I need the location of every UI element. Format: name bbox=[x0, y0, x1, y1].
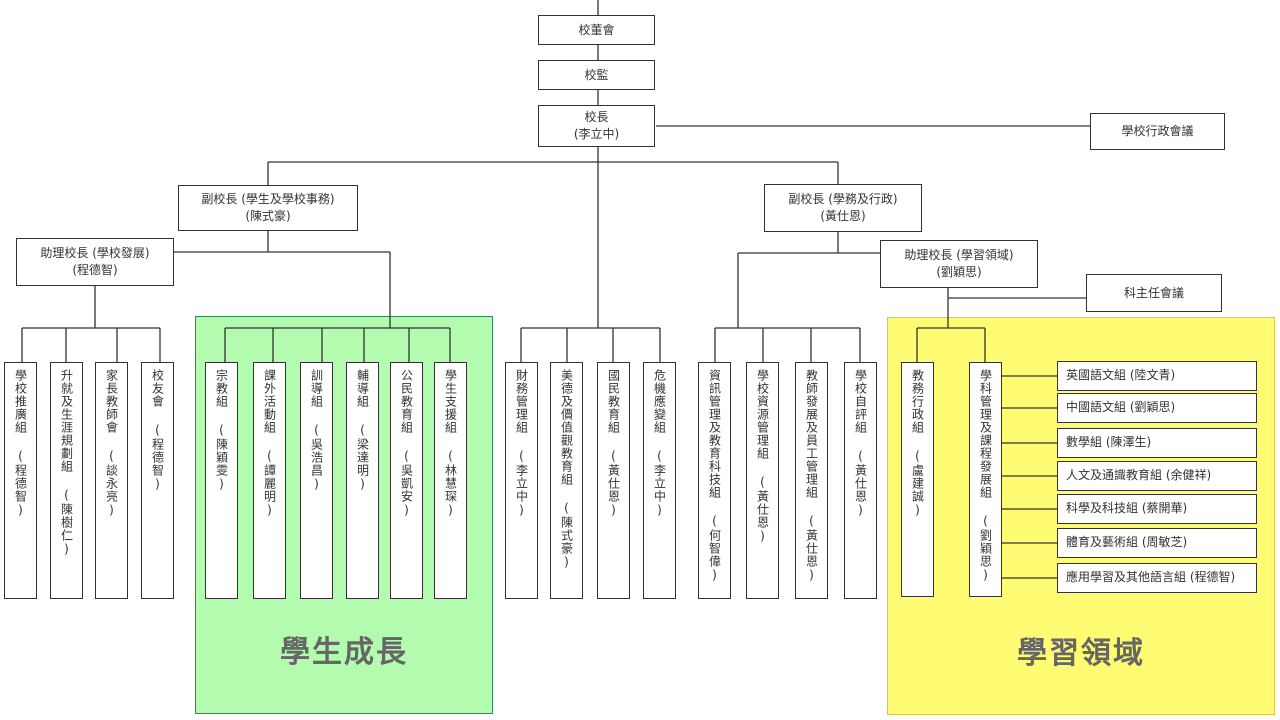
vp-right-name: (黃仕恩) bbox=[820, 209, 866, 223]
group-label: 升就及生涯規劃組 (陳樹仁) bbox=[59, 369, 74, 557]
subject-group-box: 人文及通識教育組 (余健祥) bbox=[1057, 461, 1257, 491]
group-label: 課外活動組 (譚麗明) bbox=[262, 369, 277, 518]
group-box: 公民教育組 (吳凱安) bbox=[390, 362, 423, 599]
board-of-directors-box: 校董會 bbox=[538, 15, 655, 45]
group-box: 學生支援組 (林慧琛) bbox=[434, 362, 467, 599]
group-box: 教師發展及員工管理組 (黃仕恩) bbox=[795, 362, 828, 599]
subject-group-label: 英國語文組 (陸文青) bbox=[1066, 368, 1176, 382]
group-box: 訓導組 (吳浩昌) bbox=[300, 362, 333, 599]
group-label: 校友會 (程德智) bbox=[150, 369, 165, 492]
ap-right-name: (劉穎思) bbox=[936, 265, 982, 279]
subject-group-box: 應用學習及其他語言組 (程德智) bbox=[1057, 563, 1257, 593]
vp-student-affairs-box: 副校長 (學生及學校事務) (陳式豪) bbox=[178, 185, 358, 231]
group-label: 學生支援組 (林慧琛) bbox=[443, 369, 458, 518]
principal-title: 校長 bbox=[584, 110, 609, 124]
vp-right-title: 副校長 (學務及行政) bbox=[788, 192, 898, 206]
group-label: 危機應變組 (李立中) bbox=[652, 369, 667, 518]
group-label: 家長教師會 (談永亮) bbox=[104, 369, 119, 518]
group-box: 家長教師會 (談永亮) bbox=[95, 362, 128, 599]
group-box: 課外活動組 (譚麗明) bbox=[253, 362, 286, 599]
principal-box: 校長 (李立中) bbox=[538, 105, 655, 147]
ap-left-name: (程德智) bbox=[72, 263, 118, 277]
group-box: 美德及價值觀教育組 (陳式豪) bbox=[550, 362, 583, 599]
group-box: 學校資源管理組 (黃仕恩) bbox=[746, 362, 779, 599]
group-label: 訓導組 (吳浩昌) bbox=[309, 369, 324, 492]
group-box: 教務行政組 (盧建誠) bbox=[901, 362, 934, 597]
subject-group-label: 科學及科技組 (蔡開華) bbox=[1066, 501, 1188, 515]
group-label: 學科管理及課程發展組 (劉穎思) bbox=[978, 369, 993, 583]
admin-meeting-box: 學校行政會議 bbox=[1090, 113, 1225, 150]
group-label: 公民教育組 (吳凱安) bbox=[399, 369, 414, 518]
subject-group-label: 數學組 (陳澤生) bbox=[1066, 435, 1152, 449]
ap-learning-box: 助理校長 (學習領域) (劉穎思) bbox=[880, 240, 1038, 288]
subject-group-label: 中國語文組 (劉穎思) bbox=[1066, 400, 1176, 414]
panel-heads-meeting-box: 科主任會議 bbox=[1086, 274, 1222, 312]
group-label: 國民教育組 (黃仕恩) bbox=[606, 369, 621, 518]
group-box: 學校自評組 (黃仕恩) bbox=[844, 362, 877, 599]
panel-meeting-label: 科主任會議 bbox=[1123, 285, 1184, 300]
principal-name: (李立中) bbox=[573, 127, 620, 141]
group-label: 學校資源管理組 (黃仕恩) bbox=[755, 369, 770, 544]
group-label: 宗教組 (陳穎雯) bbox=[214, 369, 229, 492]
subject-group-box: 數學組 (陳澤生) bbox=[1057, 428, 1257, 458]
group-label: 學校推廣組 (程德智) bbox=[13, 369, 28, 518]
group-box: 升就及生涯規劃組 (陳樹仁) bbox=[50, 362, 83, 599]
group-label: 教師發展及員工管理組 (黃仕恩) bbox=[804, 369, 819, 583]
ap-left-title: 助理校長 (學校發展) bbox=[40, 246, 150, 260]
group-label: 輔導組 (梁達明) bbox=[355, 369, 370, 492]
group-box: 學校推廣組 (程德智) bbox=[4, 362, 37, 599]
group-label: 財務管理組 (李立中) bbox=[514, 369, 529, 518]
subject-group-label: 體育及藝術組 (周敏芝) bbox=[1066, 535, 1188, 549]
group-label: 學校自評組 (黃仕恩) bbox=[853, 369, 868, 518]
learning-areas-label: 學習領域 bbox=[1017, 636, 1145, 671]
group-label: 美德及價值觀教育組 (陳式豪) bbox=[559, 369, 574, 570]
admin-meeting-label: 學校行政會議 bbox=[1121, 124, 1194, 138]
supervisor-box: 校監 bbox=[538, 60, 655, 90]
vp-left-name: (陳式豪) bbox=[245, 209, 291, 223]
group-box: 校友會 (程德智) bbox=[141, 362, 174, 599]
supervisor-label: 校監 bbox=[584, 67, 609, 82]
group-label: 教務行政組 (盧建誠) bbox=[910, 369, 925, 518]
group-box: 危機應變組 (李立中) bbox=[643, 362, 676, 599]
subject-group-box: 體育及藝術組 (周敏芝) bbox=[1057, 528, 1257, 558]
subject-group-label: 應用學習及其他語言組 (程德智) bbox=[1066, 570, 1236, 584]
group-label: 資訊管理及教育科技組 (何智偉) bbox=[707, 369, 722, 583]
vp-academic-box: 副校長 (學務及行政) (黃仕恩) bbox=[764, 184, 922, 232]
subject-group-box: 英國語文組 (陸文青) bbox=[1057, 361, 1257, 391]
student-growth-label: 學生成長 bbox=[280, 635, 408, 670]
subject-group-box: 科學及科技組 (蔡開華) bbox=[1057, 494, 1257, 524]
ap-school-dev-box: 助理校長 (學校發展) (程德智) bbox=[16, 238, 174, 286]
ap-right-title: 助理校長 (學習領域) bbox=[904, 248, 1014, 262]
group-box: 財務管理組 (李立中) bbox=[505, 362, 538, 599]
subject-group-box: 中國語文組 (劉穎思) bbox=[1057, 393, 1257, 423]
group-box: 學科管理及課程發展組 (劉穎思) bbox=[969, 362, 1002, 597]
group-box: 輔導組 (梁達明) bbox=[346, 362, 379, 599]
vp-left-title: 副校長 (學生及學校事務) bbox=[201, 192, 335, 206]
group-box: 宗教組 (陳穎雯) bbox=[205, 362, 238, 599]
group-box: 國民教育組 (黃仕恩) bbox=[597, 362, 630, 599]
group-box: 資訊管理及教育科技組 (何智偉) bbox=[698, 362, 731, 599]
board-label: 校董會 bbox=[578, 22, 615, 37]
subject-group-label: 人文及通識教育組 (余健祥) bbox=[1066, 468, 1212, 482]
